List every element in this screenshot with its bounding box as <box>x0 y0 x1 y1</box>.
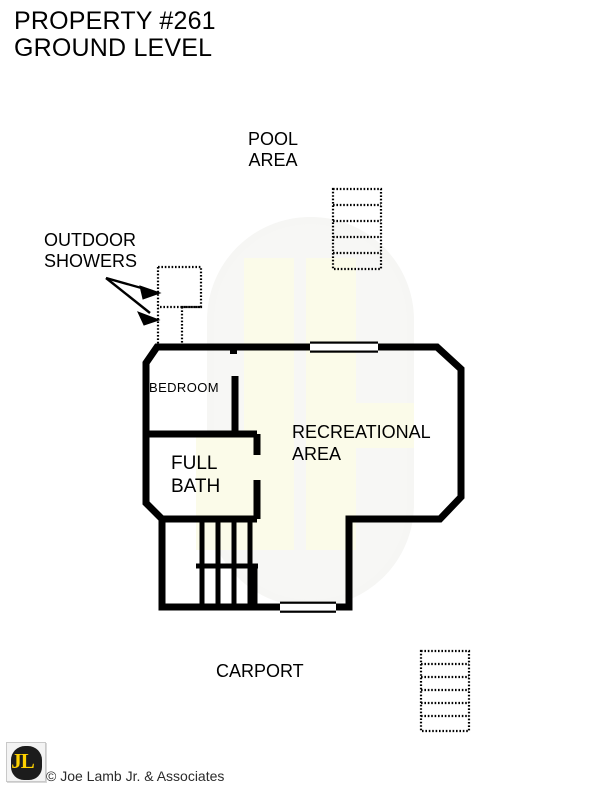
label-carport: CARPORT <box>216 661 304 681</box>
door-opening-bottom <box>280 601 336 613</box>
outdoor-showers-arrows <box>105 276 162 326</box>
label-full-bath-line2: BATH <box>171 476 221 498</box>
joe-lamb-logo: JL <box>6 742 46 782</box>
label-recreational-area-line1: RECREATIONAL <box>292 422 431 442</box>
interior-walls <box>146 376 353 607</box>
pool-stairs <box>331 187 383 271</box>
logo-badge-shape <box>11 746 42 780</box>
label-bedroom: BEDROOM <box>149 380 219 395</box>
page-title: PROPERTY #261 GROUND LEVEL <box>14 8 216 61</box>
label-full-bath: FULL BATH <box>171 452 220 498</box>
title-line-property: PROPERTY #261 <box>14 7 216 35</box>
footer: JL © Joe Lamb Jr. & Associates <box>6 742 426 798</box>
carport-stairs <box>419 649 471 733</box>
title-line-level: GROUND LEVEL <box>14 33 213 62</box>
label-outdoor-showers: OUTDOOR SHOWERS <box>44 230 137 271</box>
label-pool-area: POOL AREA <box>248 129 298 170</box>
outdoor-shower-enclosures <box>156 265 203 345</box>
label-outdoor-showers-line2: SHOWERS <box>44 250 138 271</box>
label-pool-area-line2: AREA <box>248 149 298 170</box>
label-pool-area-line1: POOL <box>248 129 299 149</box>
watermark-jl-logo <box>196 217 414 607</box>
label-recreational-area: RECREATIONAL AREA <box>292 422 431 466</box>
label-recreational-area-line2: AREA <box>292 443 342 464</box>
door-opening-top <box>310 341 378 353</box>
interior-staircase <box>196 521 258 604</box>
logo-monogram: JL <box>11 749 35 773</box>
label-outdoor-showers-line1: OUTDOOR <box>44 230 136 250</box>
wall-tick-top <box>230 347 237 354</box>
label-full-bath-line1: FULL <box>171 453 218 474</box>
copyright-text: © Joe Lamb Jr. & Associates <box>46 768 225 784</box>
